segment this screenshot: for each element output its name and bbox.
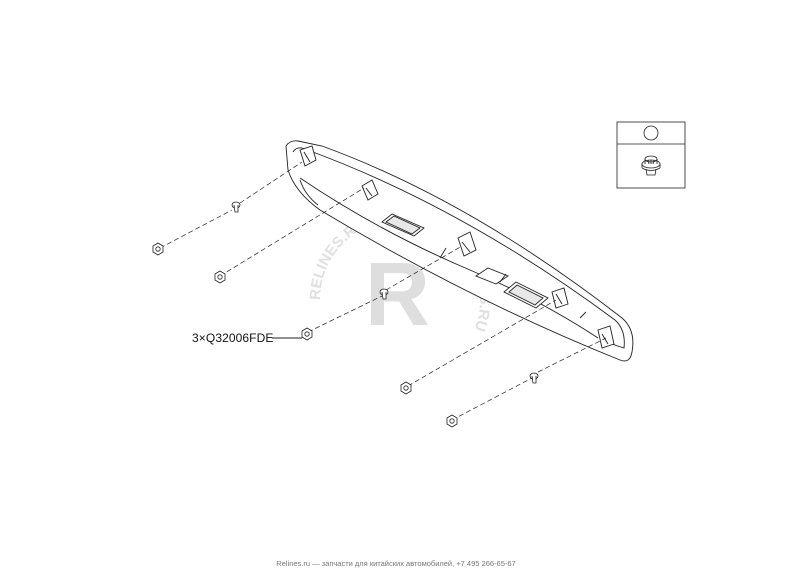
stud-1 — [231, 201, 241, 213]
hex-nuts — [152, 242, 458, 428]
nut-2 — [214, 270, 226, 284]
nut-5 — [446, 414, 458, 428]
nut-3 — [301, 327, 313, 341]
push-clip-icon — [641, 155, 661, 176]
mount-boss-5 — [597, 325, 615, 349]
nut-1 — [152, 242, 164, 256]
mount-boss-1 — [299, 145, 317, 167]
studs — [231, 201, 539, 384]
mount-boss-4 — [551, 287, 569, 309]
stud-2 — [379, 288, 389, 300]
leader-lines — [159, 161, 607, 421]
part-number-label: 3×Q32006FDE — [192, 331, 274, 345]
legend-circle-symbol — [643, 125, 659, 141]
mount-boss-3 — [457, 231, 477, 257]
legend-box — [616, 121, 686, 189]
nut-4 — [400, 381, 412, 395]
stud-3 — [529, 372, 539, 384]
mount-boss-2 — [361, 179, 379, 201]
tailgate-garnish — [285, 140, 634, 362]
footer-text: Relines.ru — запчасти для китайских авто… — [276, 559, 516, 568]
